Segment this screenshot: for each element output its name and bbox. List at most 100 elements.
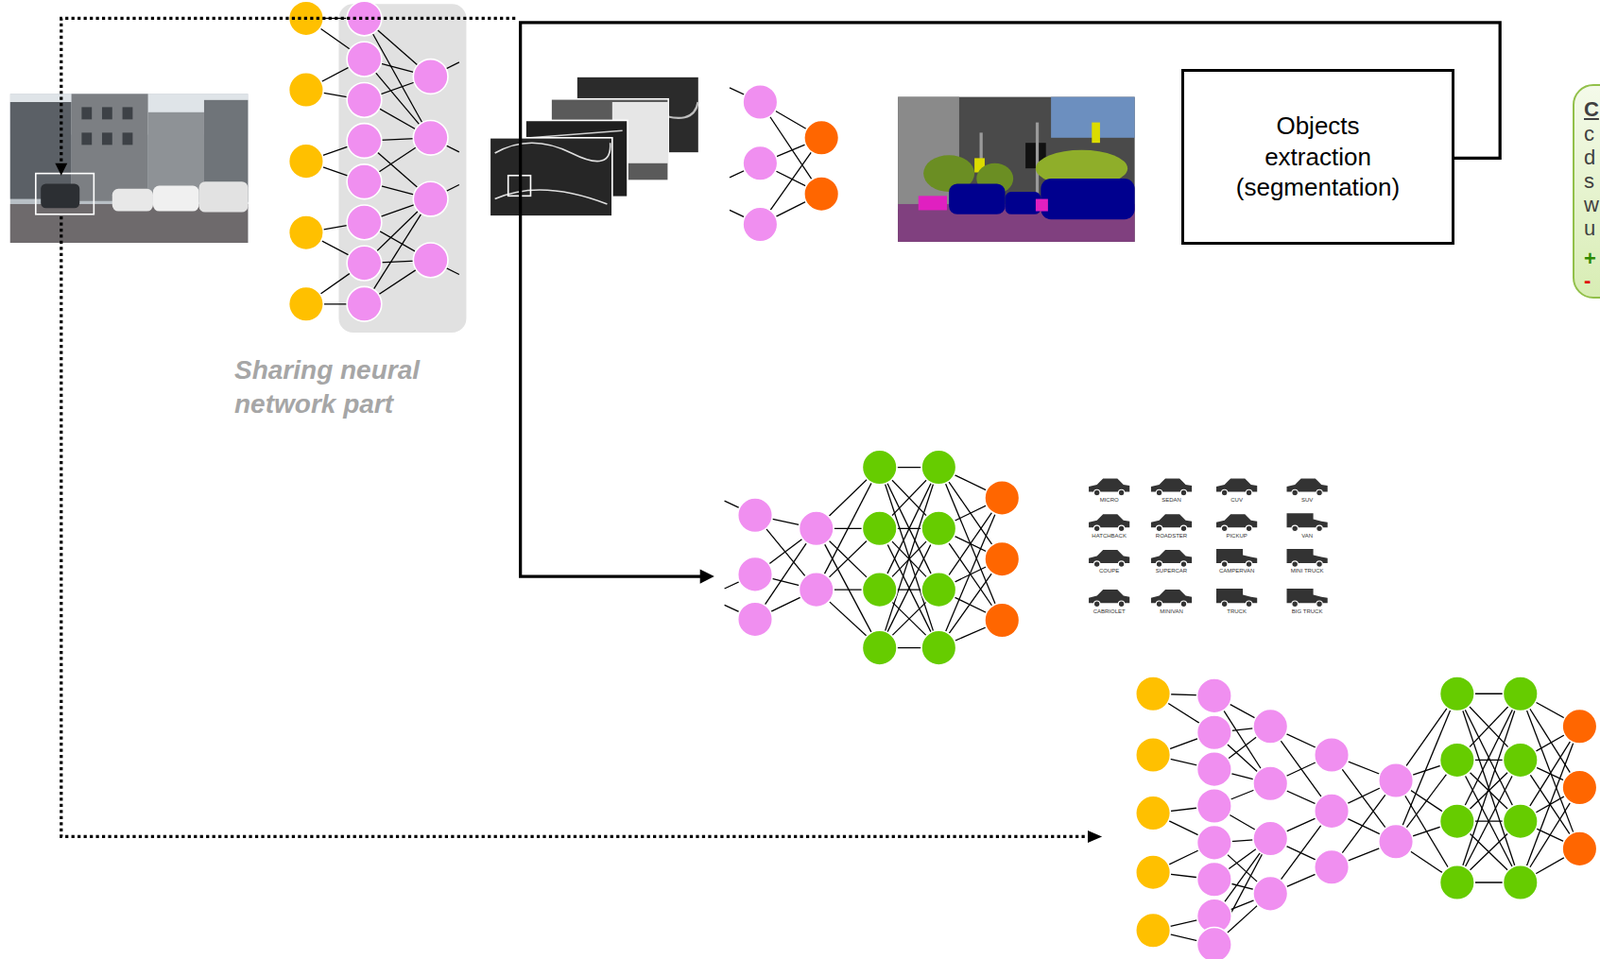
neuron [1502,804,1538,840]
neuron [861,449,897,485]
car-wheel [1093,601,1100,607]
car-icon [1151,589,1192,603]
car-type-label: BIG TRUCK [1291,608,1324,615]
car-wheel [1155,561,1162,568]
neuron [1439,865,1475,901]
car-wheel [1180,561,1187,568]
car-icon [1216,514,1257,528]
car-wheel [1316,601,1323,607]
car-icon [1151,478,1192,492]
part-label: Sharing neural network part [234,353,509,423]
neuron [1253,708,1289,744]
car-icon [1216,478,1257,492]
network-link [1457,693,1521,883]
neuron [798,511,834,547]
network-link [1457,693,1521,883]
neuron [1314,793,1350,829]
neuron [861,630,897,666]
neuron [412,242,448,278]
neuron [289,215,325,251]
neuron [1562,770,1598,806]
neuron [742,145,778,181]
solid-arrow [520,22,1501,577]
car-type-label: SUV [1301,497,1313,503]
neuron [742,85,778,121]
neuron [984,602,1020,638]
car-wheel [1093,561,1100,568]
neuron [1197,789,1233,825]
car-wheel [1291,489,1298,496]
neuron [1135,912,1171,948]
car-wheel [1093,489,1100,496]
car-icon [1287,588,1328,603]
neuron [984,541,1020,577]
car-wheel [1155,525,1162,532]
neuron [1314,738,1350,774]
neuron [1253,821,1289,857]
car-wheel [1245,561,1252,568]
car-type-label: SUPERCAR [1155,567,1188,574]
neuron [1135,676,1171,712]
arrowhead [700,569,715,585]
neuron [1197,678,1233,714]
car-wheel [1118,489,1124,496]
dotted-arrow [61,17,1090,837]
neuron [861,572,897,608]
neuron [289,143,325,179]
car-icon [1088,514,1130,528]
car-icon [1287,513,1328,528]
car-wheel [1118,525,1124,532]
neuron [804,120,840,155]
neuron [1439,742,1475,778]
neuron [1562,831,1598,867]
car-icon [1287,478,1328,492]
neural-networks [289,0,1598,959]
callout-body: c d s w u [1583,121,1600,241]
network-link [879,467,940,649]
car-icon [1088,478,1130,492]
car-wheel [1316,525,1323,532]
car-types-picture [1088,478,1328,607]
car-type-label: VAN [1301,533,1313,539]
street-photo [10,93,249,243]
neuron [1378,763,1414,799]
neuron [1378,824,1414,860]
neuron [412,59,448,95]
car-icon [1287,549,1328,564]
neuron [1502,676,1538,712]
neuron [346,164,382,200]
neuron [346,82,382,118]
segmentation-image [897,97,1135,242]
car-type-label: MICRO [1100,497,1119,503]
neuron [1253,766,1289,802]
neuron [1197,861,1233,897]
neuron [738,498,774,534]
car-wheel [1291,561,1298,568]
neuron [346,0,382,36]
car-type-label: CABRIOLET [1093,608,1126,615]
car-type-label: TRUCK [1226,608,1247,615]
car-type-label: COUPE [1099,567,1119,574]
car-icon [1216,549,1257,564]
neuron [1502,742,1538,778]
neuron [412,181,448,217]
callout-box: Cc d s w u+- [1572,84,1600,299]
car-type-label: CUV [1230,497,1243,503]
arrowhead [54,163,68,176]
car-icon [1216,588,1257,603]
neuron [346,245,382,281]
network-link [879,467,940,649]
car-wheel [1245,601,1252,607]
neuron [738,557,774,593]
neuron [738,602,774,637]
car-icon [1088,589,1130,603]
car-wheel [1180,525,1187,532]
car-icon [1151,550,1192,564]
shared-band [338,3,466,333]
neuron [742,206,778,242]
neuron [804,176,840,212]
neuron [1135,795,1171,831]
neuron [921,511,957,547]
neuron [1135,855,1171,891]
neuron [346,286,382,322]
